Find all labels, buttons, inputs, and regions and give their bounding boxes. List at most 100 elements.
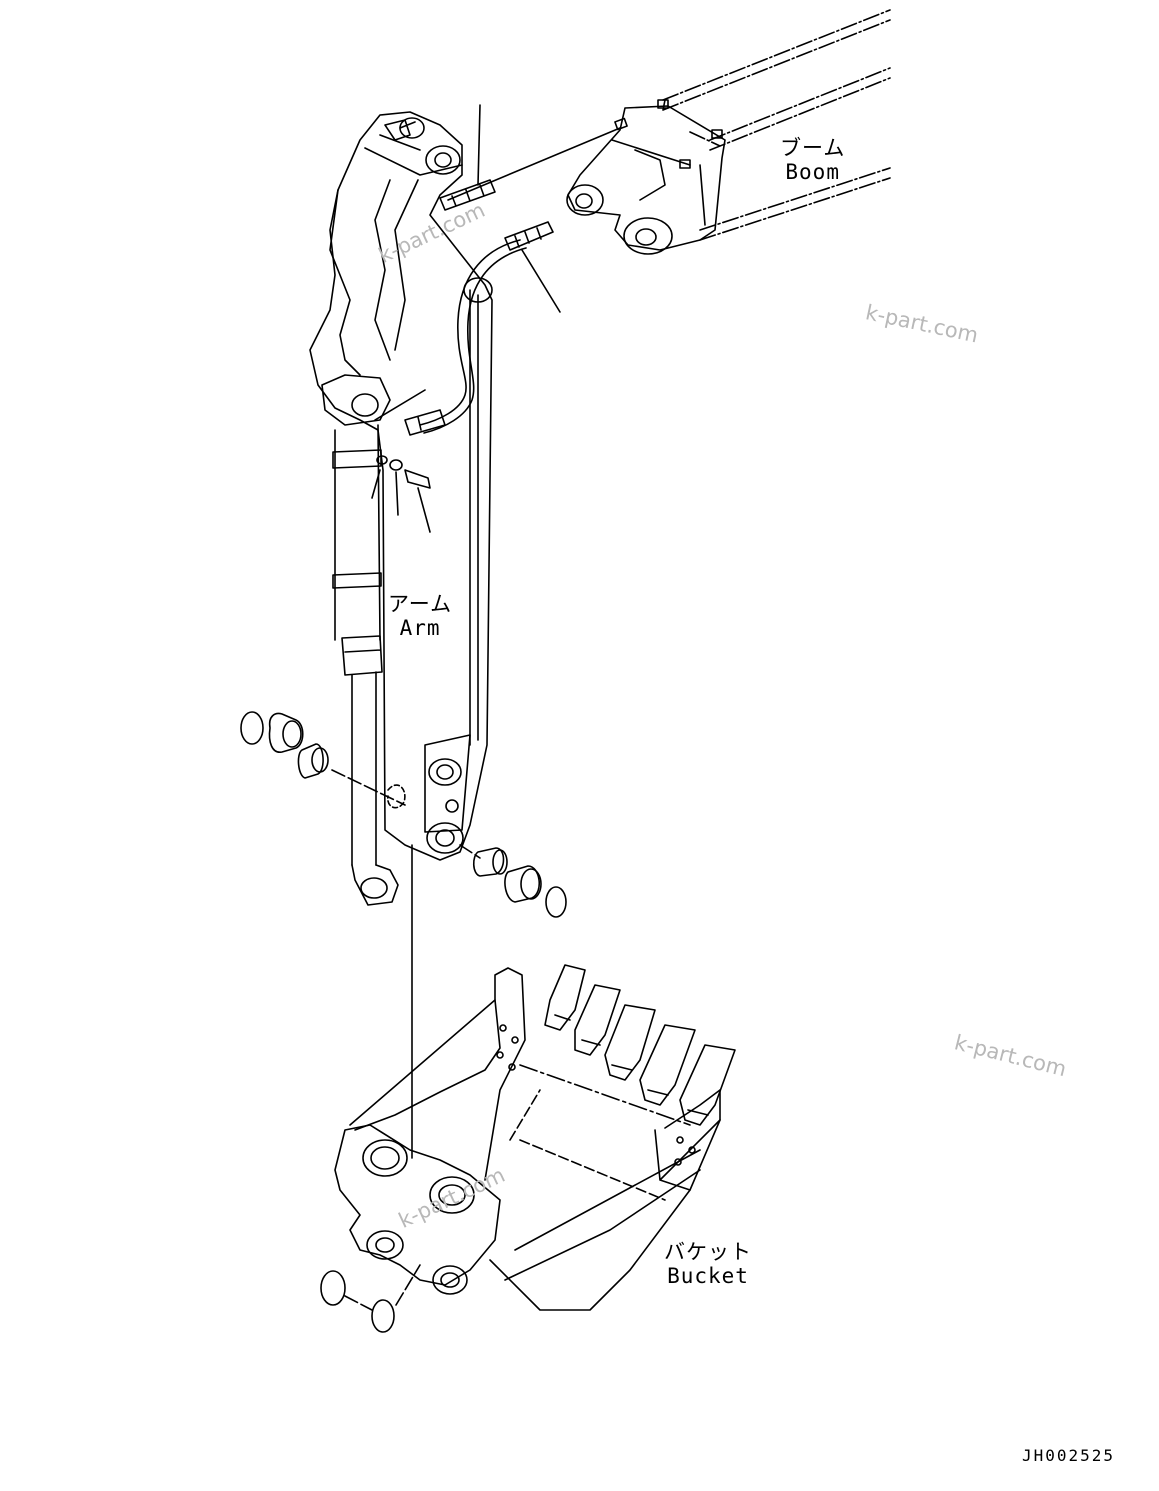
bucket-pin-boss-top <box>362 1139 408 1177</box>
arm-lower-plate <box>424 734 471 833</box>
arm-top-flange <box>364 134 463 176</box>
bucket-inner-edge <box>509 1089 666 1201</box>
bolt-group <box>371 389 431 533</box>
o-ring-right <box>545 886 567 918</box>
arm-mid-boss-bore <box>436 764 454 780</box>
arm-mid-boss <box>428 758 462 786</box>
boom-label: ブーム Boom <box>780 136 845 184</box>
boom-label-en: Boom <box>785 160 840 184</box>
bucket-assembly <box>334 964 736 1311</box>
left-pin-parts <box>240 711 406 809</box>
arm-top-eye <box>399 117 425 139</box>
bucket-label-jp: バケット <box>664 1240 752 1264</box>
boom-assembly <box>566 9 891 255</box>
boom-fitting-2 <box>657 99 669 109</box>
pipe-fitting <box>439 179 496 211</box>
bucket-side-plate <box>354 999 501 1131</box>
arm-label-jp: アーム <box>388 592 453 616</box>
bucket-label: バケット Bucket <box>664 1240 752 1288</box>
bucket-bolt-2 <box>511 1036 519 1044</box>
bucket-side-right <box>654 1089 721 1191</box>
arm-small-boss <box>445 799 459 813</box>
arm-bottom-boss <box>426 822 464 854</box>
arm-bottom-boss-bore <box>435 829 455 847</box>
bucket-front-lip <box>504 1149 701 1281</box>
bushing-flanged-left-face <box>282 720 302 748</box>
cylinder-clamp-lower <box>332 572 382 589</box>
cylinder-rod-eye <box>360 877 388 899</box>
arm-top-boss <box>425 145 461 175</box>
pipe-leader-line <box>477 104 481 186</box>
hose-fitting-upper <box>504 221 554 251</box>
boom-pin-lower-bore <box>635 228 657 246</box>
boom-pin-lower <box>623 217 673 255</box>
washer <box>389 459 403 471</box>
cylinder-head-block <box>321 374 391 426</box>
arm-top-bracket <box>384 119 416 141</box>
cylinder-gland <box>341 635 383 676</box>
pipe-line <box>447 127 621 201</box>
bucket-pin-boss-bottom-inner <box>440 1272 460 1288</box>
bucket-pin-boss-low <box>366 1230 404 1260</box>
boom-fitting-4 <box>711 129 723 139</box>
bolt-leader-lines <box>371 389 431 533</box>
arm-web-inner <box>374 179 419 361</box>
bucket-cylinder <box>321 374 399 906</box>
bucket-pin-o-rings <box>320 1264 421 1333</box>
boom-upper-edge <box>662 9 891 111</box>
bushing-right <box>472 847 505 877</box>
boom-web-detail <box>611 139 706 226</box>
hose-fitting-lower <box>404 409 446 436</box>
bucket-back-plate <box>349 967 526 1181</box>
hydraulic-hose <box>404 221 561 436</box>
bucket-top-edge <box>519 1064 691 1126</box>
boom-pin-upper <box>566 184 604 216</box>
o-ring-bucket-2 <box>371 1299 395 1333</box>
bushing-right-face <box>492 849 508 875</box>
arm-label-en: Arm <box>399 616 441 640</box>
bucket-pin-boss-low-inner <box>375 1237 395 1253</box>
bucket-bolt-7 <box>674 1158 682 1166</box>
left-pin-axis <box>331 769 406 806</box>
cylinder-head-boss <box>351 393 379 417</box>
bolt <box>404 469 431 489</box>
bucket-bolt-1 <box>499 1024 507 1032</box>
bucket-pin-boss-mid <box>429 1176 475 1214</box>
cylinder-rod <box>351 671 377 866</box>
right-pin-axis <box>459 844 481 859</box>
bushing-flanged-right-face <box>520 868 542 900</box>
cylinder-clamp-upper <box>332 449 382 469</box>
small-ring <box>376 455 388 465</box>
hose-leader-line <box>521 249 561 313</box>
right-pin-parts <box>459 844 567 918</box>
boom-fitting-1 <box>614 117 628 131</box>
bucket-pin-boss-mid-inner <box>438 1184 466 1206</box>
arm-long-edge <box>469 289 479 746</box>
hose-body-inner <box>423 247 527 434</box>
boom-middle-edge <box>689 67 891 151</box>
bucket-tooth-3 <box>604 1004 656 1081</box>
bucket-tooth-4 <box>639 1024 696 1106</box>
bucket-bolt-4 <box>508 1063 516 1071</box>
bucket-tooth-1 <box>544 964 586 1031</box>
pin-hidden-outline <box>387 784 406 809</box>
bushing-left-face <box>311 747 329 773</box>
arm-web-left <box>329 189 361 376</box>
boom-pin-upper-bore <box>575 193 593 209</box>
upper-pipe <box>439 104 621 211</box>
bucket-tooth-5 <box>679 1044 736 1126</box>
bucket-tooth-2 <box>574 984 621 1056</box>
boom-label-jp: ブーム <box>780 136 846 160</box>
drawing-number: JH002525 <box>1021 1446 1115 1465</box>
bucket-label-en: Bucket <box>667 1264 749 1288</box>
bushing-left <box>297 743 324 779</box>
bucket-pin-boss-top-inner <box>370 1146 400 1170</box>
bucket-bolt-5 <box>676 1136 684 1144</box>
arm-label: アーム Arm <box>388 592 452 640</box>
bucket-bolt-3 <box>496 1051 504 1059</box>
boom-fitting-3 <box>679 159 691 169</box>
hose-body-outer <box>419 239 521 426</box>
o-ring-bucket-1 <box>320 1270 346 1306</box>
